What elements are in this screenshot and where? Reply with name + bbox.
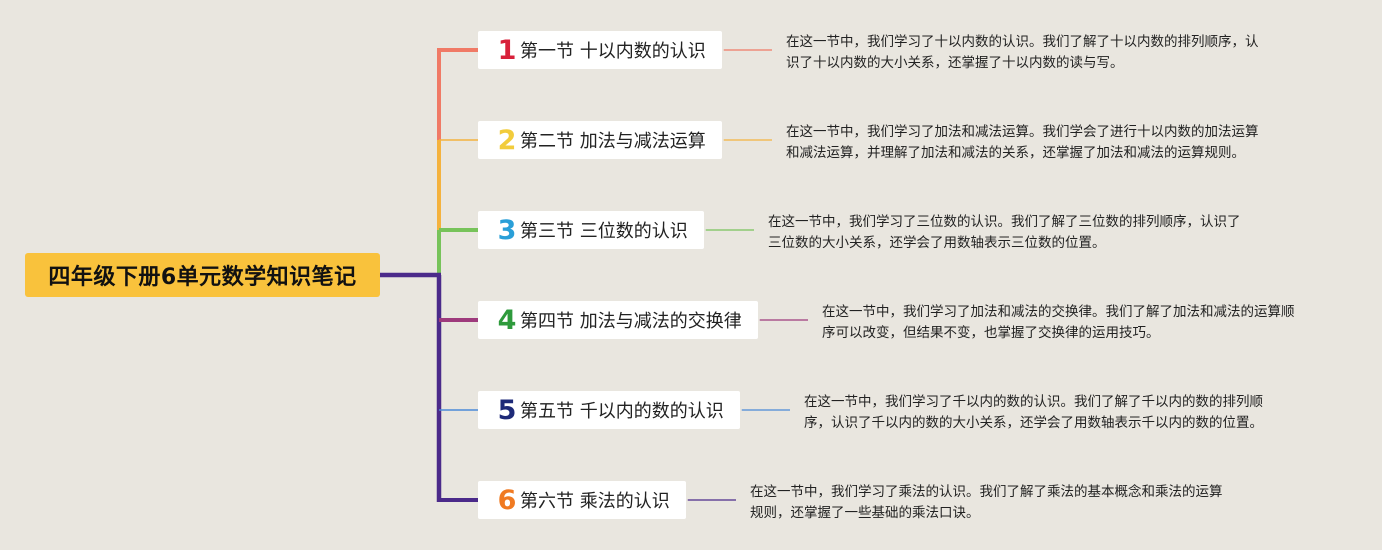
note-line: 在这一节中，我们学习了三位数的认识。我们了解了三位数的排列顺序，认识了 — [768, 214, 1241, 230]
topic-section-1[interactable]: 1 第一节 十以内数的认识 — [478, 31, 722, 69]
section-number-4: 4 — [497, 304, 517, 336]
topic-section-6[interactable]: 6 第六节 乘法的认识 — [478, 481, 686, 519]
note-line: 序可以改变，但结果不变，也掌握了交换律的运用技巧。 — [822, 325, 1160, 341]
root-topic[interactable]: 四年级下册6单元数学知识笔记 — [25, 253, 380, 297]
note-section-2[interactable]: 在这一节中，我们学习了加法和减法运算。我们学会了进行十以内数的加法运算 和减法运… — [786, 122, 1259, 164]
note-section-6[interactable]: 在这一节中，我们学习了乘法的认识。我们了解了乘法的基本概念和乘法的运算 规则，还… — [750, 482, 1223, 524]
note-line: 和减法运算，并理解了加法和减法的关系，还掌握了加法和减法的运算规则。 — [786, 145, 1245, 161]
section-number-3: 3 — [497, 214, 517, 246]
section-number-6: 6 — [497, 484, 517, 516]
note-line: 规则，还掌握了一些基础的乘法口诀。 — [750, 505, 980, 521]
section-title-1: 第一节 十以内数的认识 — [520, 41, 706, 62]
note-section-3[interactable]: 在这一节中，我们学习了三位数的认识。我们了解了三位数的排列顺序，认识了 三位数的… — [768, 212, 1241, 254]
section-title-2: 第二节 加法与减法运算 — [520, 131, 706, 152]
note-line: 在这一节中，我们学习了加法和减法的交换律。我们了解了加法和减法的运算顺 — [822, 304, 1295, 320]
topic-section-4[interactable]: 4 第四节 加法与减法的交换律 — [478, 301, 758, 339]
section-number-1: 1 — [497, 34, 517, 66]
section-number-2: 2 — [497, 124, 517, 156]
note-section-4[interactable]: 在这一节中，我们学习了加法和减法的交换律。我们了解了加法和减法的运算顺 序可以改… — [822, 302, 1295, 344]
section-title-6: 第六节 乘法的认识 — [520, 491, 670, 512]
topic-section-3[interactable]: 3 第三节 三位数的认识 — [478, 211, 704, 249]
note-section-1[interactable]: 在这一节中，我们学习了十以内数的认识。我们了解了十以内数的排列顺序，认 识了十以… — [786, 32, 1259, 74]
note-line: 三位数的大小关系，还学会了用数轴表示三位数的位置。 — [768, 235, 1106, 251]
topic-section-2[interactable]: 2 第二节 加法与减法运算 — [478, 121, 722, 159]
section-title-4: 第四节 加法与减法的交换律 — [520, 311, 742, 332]
section-title-3: 第三节 三位数的认识 — [520, 221, 688, 242]
note-line: 识了十以内数的大小关系，还掌握了十以内数的读与写。 — [786, 55, 1124, 71]
note-section-5[interactable]: 在这一节中，我们学习了千以内的数的认识。我们了解了千以内的数的排列顺 序，认识了… — [804, 392, 1263, 434]
note-line: 序，认识了千以内的数的大小关系，还学会了用数轴表示千以内的数的位置。 — [804, 415, 1263, 431]
section-title-5: 第五节 千以内的数的认识 — [520, 401, 724, 422]
topic-section-5[interactable]: 5 第五节 千以内的数的认识 — [478, 391, 740, 429]
note-line: 在这一节中，我们学习了加法和减法运算。我们学会了进行十以内数的加法运算 — [786, 124, 1259, 140]
note-line: 在这一节中，我们学习了乘法的认识。我们了解了乘法的基本概念和乘法的运算 — [750, 484, 1223, 500]
section-number-5: 5 — [497, 394, 517, 426]
note-line: 在这一节中，我们学习了十以内数的认识。我们了解了十以内数的排列顺序，认 — [786, 34, 1259, 50]
note-line: 在这一节中，我们学习了千以内的数的认识。我们了解了千以内的数的排列顺 — [804, 394, 1263, 410]
